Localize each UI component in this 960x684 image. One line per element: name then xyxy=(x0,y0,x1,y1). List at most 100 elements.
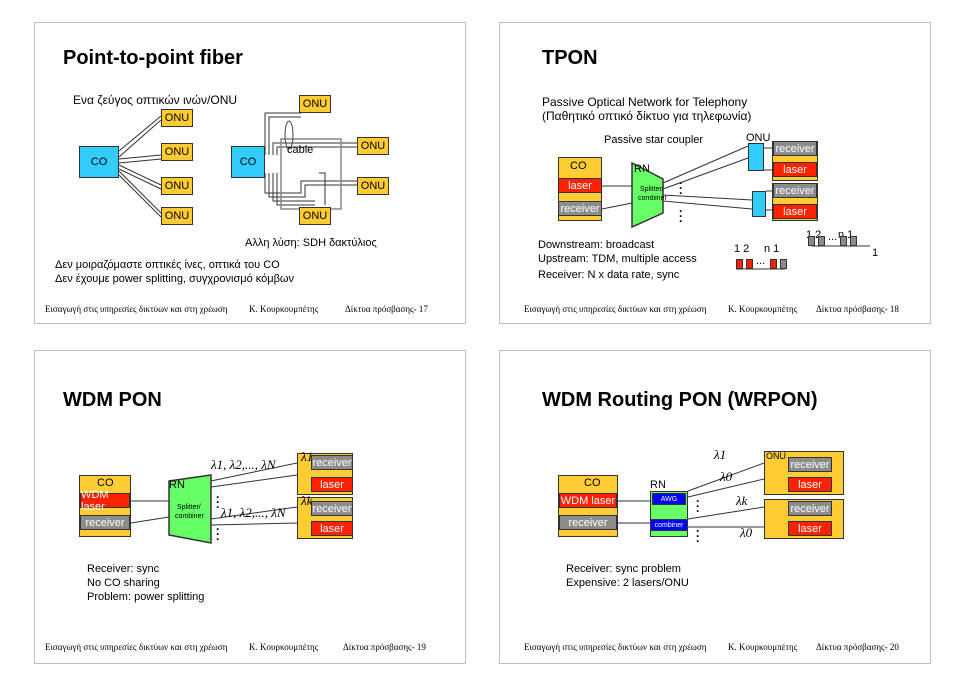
laser-box: laser xyxy=(558,178,602,193)
note-3: Problem: power splitting xyxy=(87,591,205,603)
lambda-1: λ1 xyxy=(714,447,727,462)
slide-title: WDM PON xyxy=(63,389,162,411)
footer-page: Δίκτυα πρόσβασης- 19 xyxy=(343,642,426,652)
laser-box: laser xyxy=(788,521,832,536)
coupler-label: Passive star coupler xyxy=(604,134,704,146)
laser-box: laser xyxy=(311,477,353,492)
co-label: CO xyxy=(97,477,114,489)
onu-box: ONU xyxy=(161,143,193,161)
footer-author: Κ. Κουρκουμπέτης xyxy=(249,642,319,652)
lambda-0: λ0 xyxy=(720,469,733,484)
cable-label: cable xyxy=(287,144,314,156)
lambda-list: λ1, λ2,..., λN xyxy=(221,505,286,520)
onu-box: ONU xyxy=(161,109,193,127)
receiver-box: receiver xyxy=(788,501,832,516)
ellipsis-icon: ··· xyxy=(696,494,700,518)
ellipsis-icon: ··· xyxy=(216,490,220,514)
onu-box: ONU xyxy=(357,177,389,195)
co-box: CO xyxy=(231,146,265,178)
splitter-label: Splitter/ xyxy=(177,504,201,511)
receiver-box: receiver xyxy=(788,457,832,472)
laser-box: laser xyxy=(311,521,353,536)
receiver-box: receiver xyxy=(311,501,353,516)
footer-course: Εισαγωγή στις υπηρεσίες δικτύων και στη … xyxy=(524,642,707,652)
slot-box xyxy=(850,236,857,246)
splitter-label: Splitter/ xyxy=(640,186,664,193)
combiner-label: combiner xyxy=(175,513,204,520)
wdm-laser-box: WDM laser xyxy=(80,489,130,513)
receiver-note: Receiver: N x data rate, sync xyxy=(538,269,680,281)
frame-label: 1 xyxy=(872,247,879,259)
onu-icon xyxy=(748,143,764,171)
ellipsis-icon: ··· xyxy=(679,204,683,228)
slide-20: WDM Routing PON (WRPON) CO WDM laser rec… xyxy=(499,350,931,664)
slide-17: Point-to-point fiber Ενα ζεύγος οπτικών … xyxy=(34,22,466,324)
rn-label: RN xyxy=(650,479,666,491)
wdm-laser-box: WDM laser xyxy=(559,493,617,508)
footer-page: Δίκτυα πρόσβασης- 20 xyxy=(816,642,899,652)
co-box: CO xyxy=(79,146,119,178)
receiver-box: receiver xyxy=(80,515,130,530)
onu-label: ONU xyxy=(746,132,771,144)
footer-author: Κ. Κουρκουμπέτης xyxy=(249,304,319,314)
frame-label: 1 2 xyxy=(734,243,750,255)
footer-course: Εισαγωγή στις υπηρεσίες δικτύων και στη … xyxy=(524,304,707,314)
downstream-note: Downstream: broadcast xyxy=(538,239,655,251)
footer-author: Κ. Κουρκουμπέτης xyxy=(728,642,798,652)
lambda-1: λ1 xyxy=(301,449,314,464)
slot-ellipsis: ... xyxy=(756,255,766,267)
alt-solution: Αλλη λύση: SDH δακτύλιος xyxy=(245,237,377,249)
subtitle-2: (Παθητικό οπτικό δίκτυο για τηλεφωνία) xyxy=(542,109,752,123)
slide-title: WDM Routing PON (WRPON) xyxy=(542,389,818,411)
note-1: Δεν μοιραζόμαστε οπτικές ίνες, οπτικά το… xyxy=(55,259,280,271)
laser-box: laser xyxy=(773,204,817,219)
footer-page: Δίκτυα πρόσβασης- 18 xyxy=(816,304,899,314)
footer-course: Εισαγωγή στις υπηρεσίες δικτύων και στη … xyxy=(45,304,228,314)
onu-icon xyxy=(752,191,766,217)
onu-box: ONU xyxy=(161,177,193,195)
wdm-pon-lines xyxy=(130,462,298,544)
footer-author: Κ. Κουρκουμπέτης xyxy=(728,304,798,314)
wrpon-lines xyxy=(618,462,765,528)
tpon-lines xyxy=(601,145,870,270)
receiver-box: receiver xyxy=(773,141,817,156)
footer-course: Εισαγωγή στις υπηρεσίες δικτύων και στη … xyxy=(45,642,228,652)
lambda-list: λ1, λ2,..., λN xyxy=(211,457,276,472)
slide-title: TPON xyxy=(542,47,598,69)
lambda-0: λ0 xyxy=(740,525,753,540)
receiver-box: receiver xyxy=(773,183,817,198)
note-2: Expensive: 2 lasers/ONU xyxy=(566,577,689,589)
rn-label: RN xyxy=(634,163,650,175)
slide-18: TPON Passive Optical Network for Telepho… xyxy=(499,22,931,324)
note-1: Receiver: sync problem xyxy=(566,563,681,575)
slide-19: WDM PON CO WDM laser receiver RN Splitte… xyxy=(34,350,466,664)
onu-box: ONU xyxy=(299,207,331,225)
laser-box: laser xyxy=(773,162,817,177)
receiver-box: receiver xyxy=(559,515,617,530)
footer-page: Δίκτυα πρόσβασης- 17 xyxy=(345,304,428,314)
lambda-k: λk xyxy=(736,493,748,508)
upstream-note: Upstream: TDM, multiple access xyxy=(538,253,697,265)
laser-box: laser xyxy=(788,477,832,492)
receiver-box: receiver xyxy=(558,201,602,216)
slot-box xyxy=(770,259,777,269)
slot-box xyxy=(840,236,847,246)
ellipsis-icon: ··· xyxy=(216,522,220,546)
slot-box xyxy=(780,259,787,269)
co-label: CO xyxy=(584,477,601,489)
onu-box: ONU xyxy=(357,137,389,155)
ellipsis-icon: ··· xyxy=(696,524,700,548)
subtitle-1: Passive Optical Network for Telephony xyxy=(542,95,748,109)
pair-label: Ενα ζεύγος οπτικών ινών/ONU xyxy=(73,93,238,107)
onu-box: ONU xyxy=(299,95,331,113)
slide-title: Point-to-point fiber xyxy=(63,47,243,69)
awg-label-box: AWG xyxy=(652,493,686,505)
combiner-label: combiner xyxy=(638,195,667,202)
rn-label: RN xyxy=(169,479,185,491)
note-1: Receiver: sync xyxy=(87,563,160,575)
onu-box: ONU xyxy=(161,207,193,225)
note-2: No CO sharing xyxy=(87,577,160,589)
onu-label: ONU xyxy=(766,451,786,461)
receiver-box: receiver xyxy=(311,455,353,470)
combiner-label-box: combiner xyxy=(650,519,688,531)
